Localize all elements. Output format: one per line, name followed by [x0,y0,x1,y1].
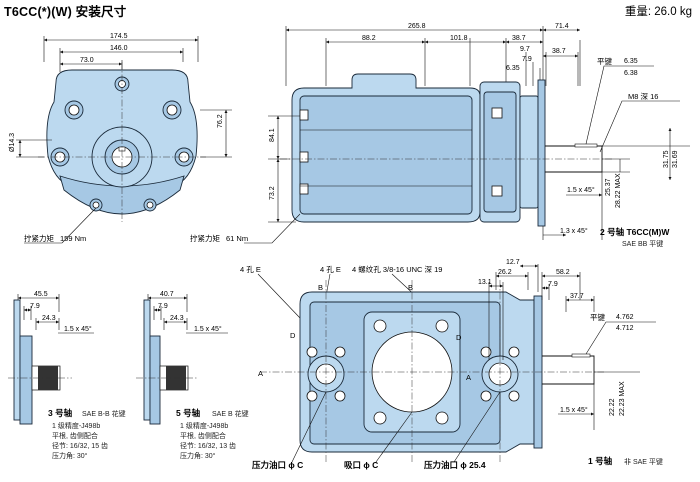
dim-265-8: 265.8 [408,23,426,30]
dim-26-2: 26.2 [498,269,512,276]
dim-6-35: 6.35 [506,65,520,72]
dim-28-22: 28.22 MAX [615,173,622,208]
s5-note-1: 1 级精度-J498b [180,421,228,430]
s3-note-2: 平根, 齿侧配合 [52,431,98,440]
shaft-dia-min: 31.69 [672,150,679,168]
letter-a-2: A [466,373,471,382]
shaft-dia-max: 31.75 [663,150,670,168]
s5-dim-24-3: 24.3 [170,315,184,322]
s5-dim-40-7: 40.7 [160,291,174,298]
s3-dim-chamfer: 1.5 x 45° [64,325,92,333]
key-value-b1: 4.762 [616,314,634,321]
dim-chamfer-1: 1.3 x 45° [560,227,588,235]
front-view: 174.5 146.0 73.0 Ø14.3 76.2 拧紧力矩 159 Nm [9,33,232,244]
dim-chamfer-2: 1.5 x 45° [567,186,595,194]
side-view: 265.8 71.4 88.2 101.8 38.7 9.7 7.9 6.35 … [190,23,690,248]
s3-dim-24-3: 24.3 [42,315,56,322]
dim-7-9: 7.9 [522,56,532,63]
dim-174-5: 174.5 [110,33,128,40]
shaft-2-sub: SAE BB 平键 [622,239,663,248]
holes-e-left: 4 孔 E [240,265,261,274]
s3-title: 3 号轴 [48,408,73,418]
shaft-5-detail: 40.7 7.9 24.3 1.5 x 45° 5 号轴 SAE B 花键 1 … [136,291,249,460]
dim-13-1: 13.1 [478,279,492,286]
bottom-view: 4 孔 E 4 孔 E 4 螺纹孔 3/8-16 UNC 深 19 B B [240,259,663,470]
torque-label-front: 拧紧力矩 [24,233,54,243]
letter-d-1: D [290,331,296,340]
port-label-1: 压力油口 ϕ C [252,460,303,470]
letter-b-1: B [318,283,323,292]
shaft-1-title: 1 号轴 [588,456,613,466]
weight-label: 重量: 26.0 kg [624,6,692,18]
dim-7-9-b: 7.9 [548,281,558,288]
torque-value-side: 61 Nm [226,234,248,243]
s3-dim-45-5: 45.5 [34,291,48,298]
s5-dim-chamfer: 1.5 x 45° [194,325,222,333]
dim-25-37: 25.37 [605,178,612,196]
dim-73-0: 73.0 [80,57,94,64]
dim-chamfer-b: 1.5 x 45° [560,406,588,414]
letter-b-2: B [408,283,413,292]
thread-holes: 4 螺纹孔 3/8-16 UNC 深 19 [352,264,442,274]
page-title: T6CC(*)(W) 安装尺寸 [4,5,127,19]
dim-37-7: 37.7 [570,293,584,300]
dim-84-1: 84.1 [269,128,276,142]
s5-dim-7-9: 7.9 [158,303,168,310]
key-value-b2: 4.712 [616,325,634,332]
shaft-1-sub: 非 SAE 平键 [624,457,663,466]
dim-71-4: 71.4 [555,23,569,30]
s3-note-4: 压力角: 30° [52,451,88,460]
dim-22-23: 22.23 MAX [619,381,626,416]
torque-value-front: 159 Nm [60,234,86,243]
s3-note-1: 1 级精度-J498b [52,421,100,430]
key-label-side: 平键 [597,56,612,66]
letter-d-2: D [456,333,462,342]
dim-73-2: 73.2 [269,186,276,200]
s3-dim-7-9: 7.9 [30,303,40,310]
dim-12-7: 12.7 [506,259,520,266]
s5-sub: SAE B 花键 [212,409,249,418]
letter-a-1: A [258,369,263,378]
dim-88-2: 88.2 [362,35,376,42]
dim-38-7-a: 38.7 [512,35,526,42]
shaft-3-detail: 45.5 7.9 24.3 1.5 x 45° 3 号轴 SAE B-B 花键 … [8,291,126,460]
holes-e-right: 4 孔 E [320,265,341,274]
s3-note-3: 径节: 16/32, 15 齿 [52,441,108,450]
key-label-bottom: 平键 [590,312,605,322]
s3-sub: SAE B-B 花键 [82,409,126,418]
dim-101-8: 101.8 [450,35,468,42]
shaft-2-title: 2 号轴 T6CC(M)W [600,227,670,237]
s5-title: 5 号轴 [176,408,201,418]
port-label-2: 吸口 ϕ C [344,460,378,470]
key-value-2: 6.38 [624,70,638,77]
thread-label: M8 深 16 [628,92,658,101]
dim-22-22: 22.22 [609,398,616,416]
key-value-1: 6.35 [624,58,638,65]
torque-label-side: 拧紧力矩 [190,233,220,243]
s5-note-2: 平根, 齿侧配合 [180,431,226,440]
dim-146-0: 146.0 [110,45,128,52]
s5-note-4: 压力角: 30° [180,451,216,460]
dim-9-7: 9.7 [520,46,530,53]
dim-58-2: 58.2 [556,269,570,276]
dim-38-7-b: 38.7 [552,48,566,55]
port-label-3: 压力油口 ϕ 25.4 [424,460,486,470]
s5-note-3: 径节: 16/32, 13 齿 [180,441,236,450]
dim-76-2: 76.2 [217,114,224,128]
dim-hole-dia: Ø14.3 [9,133,16,152]
